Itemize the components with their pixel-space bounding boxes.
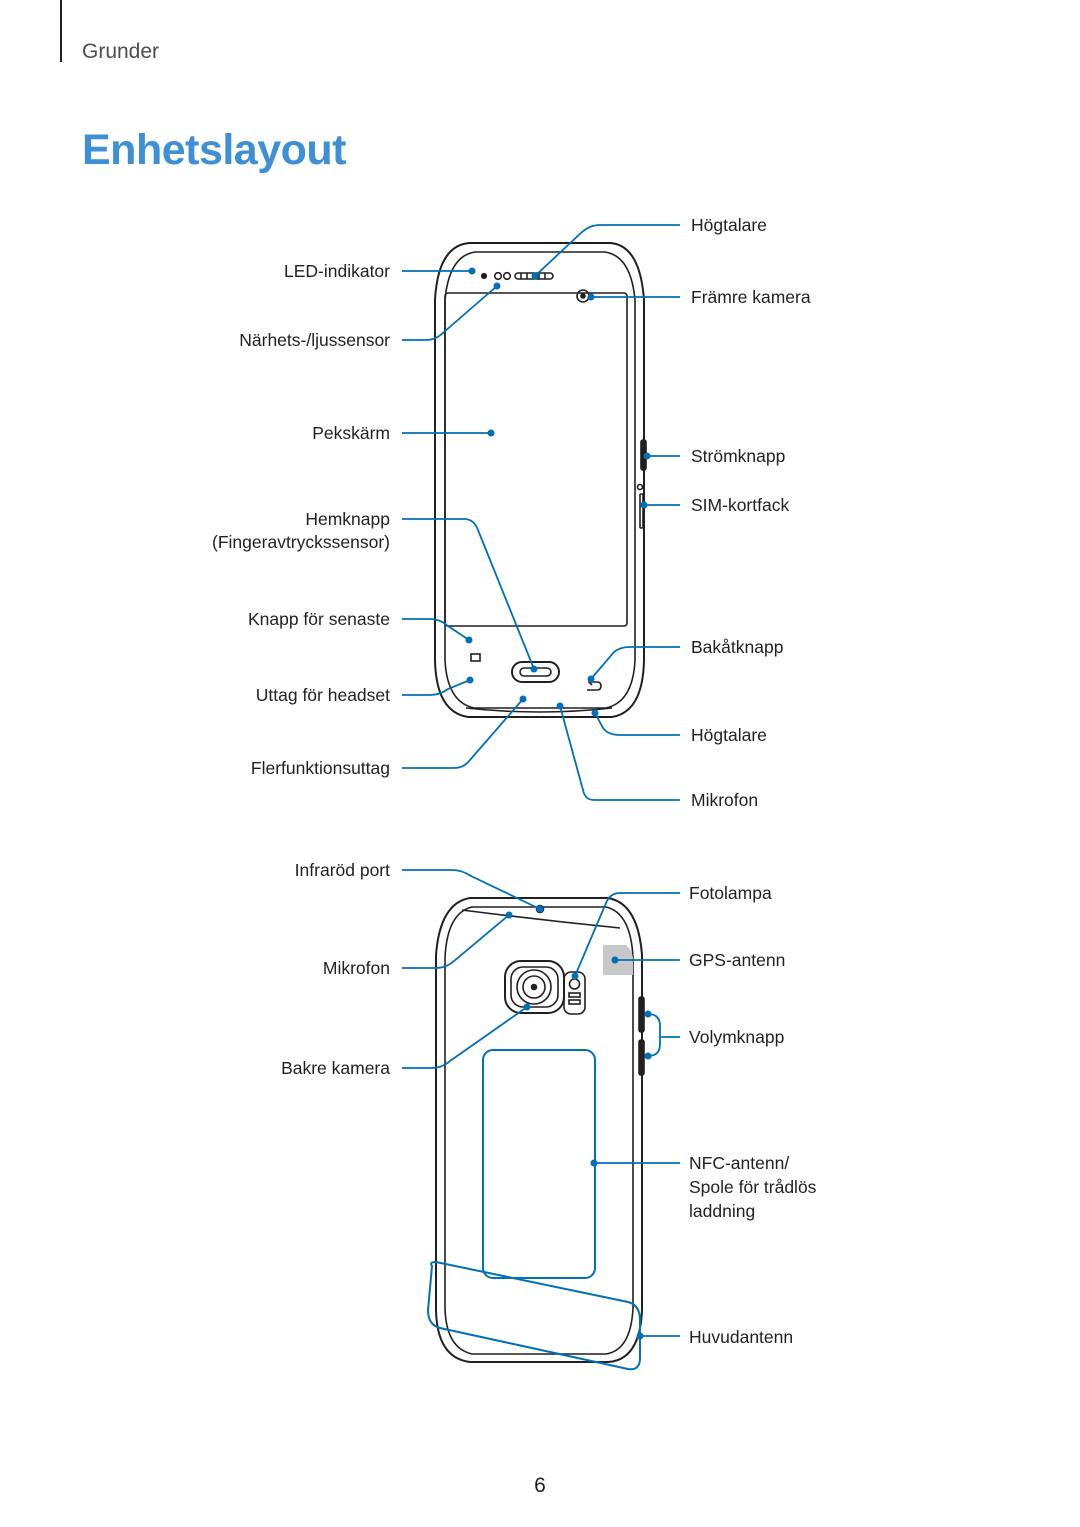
home-key [511,661,560,683]
label-sim-tray: SIM-kortfack [691,495,790,515]
rear-phone-outer [435,897,643,1363]
label-multipurpose-jack: Flerfunktionsuttag [250,758,390,778]
label-ir-port: Infraröd port [294,860,390,880]
label-nfc-charging: laddning [689,1201,756,1221]
recents-key-icon [470,653,481,662]
volume-up-key [638,996,645,1033]
sensor-dot-2 [502,271,512,281]
front-screen [444,292,628,627]
label-nfc-antenna: NFC-antenn/ [689,1153,790,1173]
sensor-dot-1 [493,271,503,281]
label-rear-camera: Bakre kamera [281,1058,390,1078]
label-led-indicator: LED-indikator [283,261,390,281]
front-phone-outer [434,242,645,718]
label-recents-key: Knapp för senaste [247,609,390,629]
section-name: Grunder [82,40,160,63]
rear-top-edge [461,909,621,929]
label-gps-antenna: GPS-antenn [689,950,786,970]
front-phone-inner [444,251,636,709]
sim-tray-line [639,493,644,529]
section-rule [60,0,62,62]
page-number: 6 [534,1474,546,1497]
rear-phone-inner [444,906,634,1355]
main-antenna-area [426,1260,641,1371]
led-dot [480,272,488,280]
nfc-coil-area [482,1049,596,1279]
label-microphone-rear: Mikrofon [322,958,390,978]
front-phone-illustration [434,242,647,718]
callout-lines [402,224,680,1337]
sim-pin [636,483,644,491]
label-nfc-coil: Spole för trådlös [689,1177,817,1197]
label-proximity-sensor: Närhets-/ljussensor [239,330,390,350]
rear-camera-lens [516,969,552,1005]
label-earpiece: Högtalare [691,215,767,235]
label-main-antenna: Huvudantenn [689,1327,794,1347]
label-front-camera: Främre kamera [691,287,811,307]
label-volume-key: Volymknapp [689,1027,785,1047]
rear-phone-illustration [426,897,645,1371]
label-headset-jack: Uttag för headset [255,685,390,705]
label-home-key: Hemknapp [305,509,390,529]
label-back-key: Bakåtknapp [691,637,784,657]
label-home-key-sub: (Fingeravtryckssensor) [212,532,390,552]
flash-module [563,971,586,1015]
page-title: Enhetslayout [82,126,347,174]
label-speaker: Högtalare [691,725,767,745]
volume-down-key [638,1039,645,1076]
label-microphone-front: Mikrofon [691,790,759,810]
label-power-key: Strömknapp [691,446,786,466]
callout-dots [465,267,652,1340]
label-touchscreen: Pekskärm [312,423,390,443]
label-flash: Fotolampa [689,883,772,903]
